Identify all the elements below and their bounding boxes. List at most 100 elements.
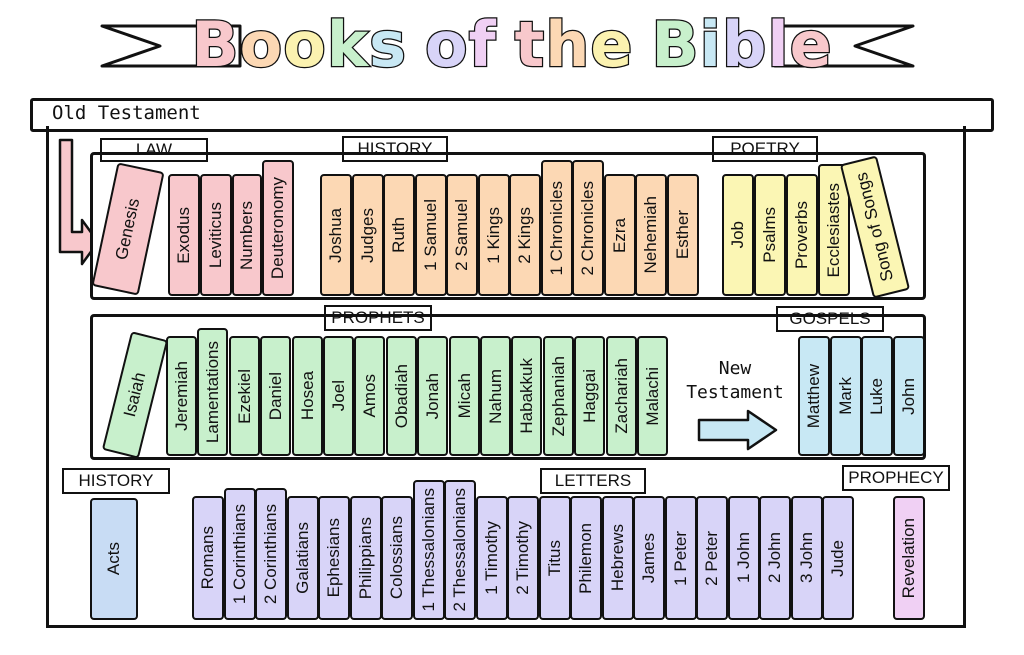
book-title: 2 Samuel bbox=[452, 199, 471, 271]
book-title: 2 Kings bbox=[515, 206, 534, 264]
book-haggai: Haggai bbox=[574, 336, 605, 456]
book-title: Amos bbox=[359, 374, 379, 418]
book-title: Philemon bbox=[576, 522, 595, 594]
book-title: Proverbs bbox=[792, 200, 811, 270]
book-philippians: Philippians bbox=[350, 496, 382, 620]
book-job: Job bbox=[722, 174, 754, 296]
book-judges: Judges bbox=[352, 174, 384, 296]
book-joel: Joel bbox=[323, 336, 354, 456]
book-title: Philippians bbox=[356, 516, 375, 600]
book-title: 1 Samuel bbox=[421, 199, 440, 271]
book-revelation: Revelation bbox=[893, 496, 925, 620]
book-title: Ezra bbox=[610, 217, 629, 253]
new-testament-line-2: Testament bbox=[686, 382, 784, 403]
title-letter: h bbox=[544, 6, 591, 82]
book-title: Daniel bbox=[265, 371, 285, 421]
book-title: Micah bbox=[454, 373, 474, 419]
book-titus: Titus bbox=[539, 496, 571, 620]
book-title: 1 Chronicles bbox=[547, 180, 566, 276]
book-title: Galatians bbox=[293, 522, 312, 594]
book-2-samuel: 2 Samuel bbox=[446, 174, 478, 296]
book-title: Jude bbox=[828, 539, 847, 577]
book-exodus: Exodus bbox=[168, 174, 200, 296]
book-luke: Luke bbox=[861, 336, 893, 456]
book-title: Joshua bbox=[326, 207, 345, 263]
book-1-timothy: 1 Timothy bbox=[476, 496, 508, 620]
book-title: Revelation bbox=[899, 517, 918, 599]
book-title: Obadiah bbox=[391, 363, 411, 429]
section-label-prophets: PROPHETS bbox=[324, 305, 432, 331]
book-1-peter: 1 Peter bbox=[665, 496, 697, 620]
title-letter: s bbox=[368, 6, 407, 82]
book-title: Isaiah bbox=[119, 370, 150, 420]
title-letter: b bbox=[721, 6, 768, 82]
book-title: Jeremiah bbox=[171, 361, 191, 431]
book-obadiah: Obadiah bbox=[386, 336, 417, 456]
book-hebrews: Hebrews bbox=[602, 496, 634, 620]
section-label-law: LAW bbox=[100, 138, 208, 162]
book-jonah: Jonah bbox=[417, 336, 448, 456]
book-title: Song of Songs bbox=[851, 170, 898, 284]
book-1-thessalonians: 1 Thessalonians bbox=[413, 480, 445, 620]
title-letter: f bbox=[467, 6, 497, 82]
book-song-of-songs: Song of Songs bbox=[839, 155, 911, 299]
book-lamentations: Lamentations bbox=[197, 328, 228, 456]
book-amos: Amos bbox=[354, 336, 385, 456]
old-testament-bar bbox=[30, 98, 994, 132]
book-title: Haggai bbox=[579, 369, 599, 423]
book-title: 1 Timothy bbox=[482, 521, 501, 595]
book-habakkuk: Habakkuk bbox=[511, 336, 542, 456]
book-title: Leviticus bbox=[206, 201, 225, 269]
book-ezra: Ezra bbox=[604, 174, 636, 296]
book-nehemiah: Nehemiah bbox=[635, 174, 667, 296]
book-title: Nehemiah bbox=[641, 196, 660, 274]
section-label-letters: LETTERS bbox=[540, 468, 646, 494]
book-1-kings: 1 Kings bbox=[478, 174, 510, 296]
book-esther: Esther bbox=[667, 174, 699, 296]
book-numbers: Numbers bbox=[232, 174, 262, 296]
title-letter: l bbox=[766, 6, 790, 82]
book-title: James bbox=[639, 532, 658, 584]
book-1-samuel: 1 Samuel bbox=[415, 174, 447, 296]
book-isaiah: Isaiah bbox=[101, 331, 169, 459]
book-title: 1 Kings bbox=[484, 206, 503, 264]
section-label-gospels: GOSPELS bbox=[776, 306, 884, 332]
book-acts: Acts bbox=[90, 498, 138, 620]
book-1-john: 1 John bbox=[728, 496, 760, 620]
book-nahum: Nahum bbox=[480, 336, 511, 456]
section-label-poetry: POETRY bbox=[712, 136, 818, 162]
book-philemon: Philemon bbox=[570, 496, 602, 620]
book-leviticus: Leviticus bbox=[200, 174, 232, 296]
title-letter: o bbox=[238, 6, 284, 82]
book-title: Joel bbox=[328, 380, 348, 412]
section-label-prophecy: PROPHECY bbox=[842, 465, 950, 491]
book-zachariah: Zachariah bbox=[606, 336, 637, 456]
book-title: Deuteronomy bbox=[268, 176, 287, 280]
title-letter: e bbox=[788, 6, 833, 82]
book-ezekiel: Ezekiel bbox=[229, 336, 260, 456]
book-2-corinthians: 2 Corinthians bbox=[255, 488, 287, 620]
book-malachi: Malachi bbox=[637, 336, 668, 456]
title-letter: B bbox=[190, 6, 240, 82]
book-title: Ephesians bbox=[324, 518, 343, 598]
book-title: 1 Corinthians bbox=[230, 503, 249, 605]
book-ruth: Ruth bbox=[383, 174, 415, 296]
book-title: Romans bbox=[198, 526, 217, 590]
book-title: 1 John bbox=[734, 532, 753, 584]
book-title: Exodus bbox=[174, 206, 193, 264]
book-title: Habakkuk bbox=[516, 358, 536, 434]
new-testament-label: New Testament bbox=[676, 357, 794, 405]
book-james: James bbox=[633, 496, 665, 620]
book-title: 2 Corinthians bbox=[261, 503, 280, 605]
book-john: John bbox=[893, 336, 925, 456]
book-title: Job bbox=[728, 221, 747, 249]
book-title: 2 Peter bbox=[702, 530, 721, 586]
book-2-chronicles: 2 Chronicles bbox=[572, 160, 604, 296]
book-micah: Micah bbox=[449, 336, 480, 456]
title-letter: o bbox=[282, 6, 327, 82]
book-joshua: Joshua bbox=[320, 174, 352, 296]
section-label-history-nt: HISTORY bbox=[62, 468, 170, 494]
title-letter: i bbox=[698, 6, 722, 82]
book-daniel: Daniel bbox=[260, 336, 291, 456]
